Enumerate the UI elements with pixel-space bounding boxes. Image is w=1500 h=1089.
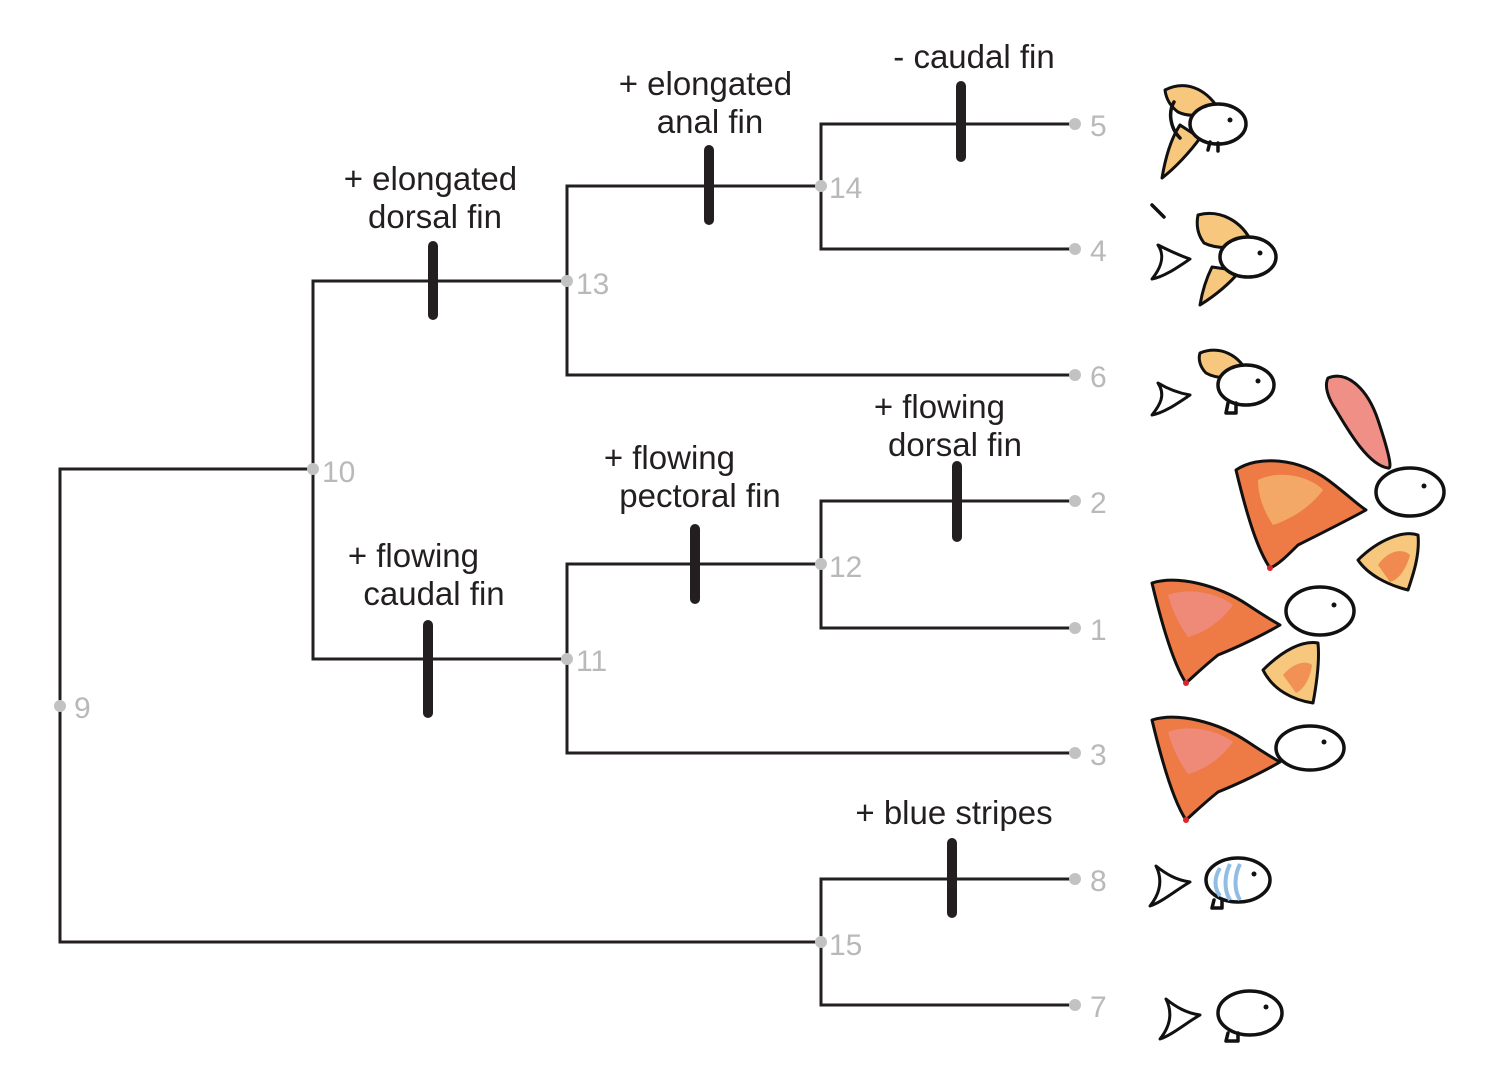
trait-elongated-anal: + elongated anal fin (619, 65, 802, 140)
node-label-1: 1 (1090, 614, 1107, 647)
node-label-10: 10 (322, 456, 355, 489)
trait-flowing-pectoral-line-2: pectoral fin (619, 477, 780, 514)
tree-branches (58, 122, 1077, 1007)
fish-6-icon (1150, 348, 1276, 417)
trait-flowing-pectoral: + flowing pectoral fin (604, 439, 781, 514)
trait-labels: + elongated dorsal fin + elongated anal … (344, 38, 1055, 831)
node-dot-11 (561, 653, 573, 665)
node-dot-2 (1069, 495, 1081, 507)
node-label-3: 3 (1090, 739, 1107, 772)
fish-2-icon (1234, 374, 1446, 592)
node-dot-1 (1069, 622, 1081, 634)
node-label-7: 7 (1090, 991, 1107, 1024)
node-dot-9 (54, 700, 66, 712)
node-dot-10 (307, 463, 319, 475)
node-labels: 9 10 13 14 11 12 15 5 4 6 2 1 3 8 7 (74, 110, 1107, 1024)
trait-flowing-pectoral-line-1: + flowing (604, 439, 735, 476)
trait-ticks (423, 81, 966, 918)
trait-elongated-dorsal: + elongated dorsal fin (344, 160, 527, 235)
node-label-14: 14 (829, 172, 862, 205)
fish-4-icon (1150, 203, 1278, 307)
node-dot-3 (1069, 747, 1081, 759)
fish-7-icon (1158, 989, 1284, 1043)
trait-flowing-dorsal-line-1: + flowing (874, 388, 1005, 425)
fish-3-icon (1150, 715, 1346, 823)
node-dots (54, 118, 1081, 1011)
trait-flowing-dorsal-line-2: dorsal fin (888, 426, 1022, 463)
fish-1-icon (1150, 578, 1356, 705)
node-dot-15 (815, 936, 827, 948)
trait-elongated-dorsal-line-1: + elongated (344, 160, 517, 197)
node-dot-13 (561, 275, 573, 287)
node-label-12: 12 (829, 551, 862, 584)
node-dot-5 (1069, 118, 1081, 130)
node-dot-12 (815, 558, 827, 570)
fish-8-icon (1148, 856, 1272, 910)
trait-blue-stripes: + blue stripes (855, 794, 1052, 831)
node-label-8: 8 (1090, 865, 1107, 898)
node-label-13: 13 (576, 268, 609, 301)
node-label-15: 15 (829, 929, 862, 962)
node-label-4: 4 (1090, 235, 1107, 268)
trait-caudal-minus: - caudal fin (893, 38, 1054, 75)
node-dot-14 (815, 180, 827, 192)
node-label-5: 5 (1090, 110, 1107, 143)
trait-blue-stripes-line-1: + blue stripes (855, 794, 1052, 831)
fish-5-icon (1160, 84, 1248, 180)
node-dot-7 (1069, 999, 1081, 1011)
trait-elongated-anal-line-2: anal fin (657, 103, 763, 140)
node-label-6: 6 (1090, 361, 1107, 394)
fish-illustrations (1148, 84, 1446, 1043)
trait-elongated-anal-line-1: + elongated (619, 65, 792, 102)
node-label-11: 11 (576, 645, 607, 678)
node-label-9: 9 (74, 692, 91, 725)
node-label-2: 2 (1090, 487, 1107, 520)
node-dot-4 (1069, 243, 1081, 255)
trait-flowing-dorsal: + flowing dorsal fin (874, 388, 1022, 463)
trait-caudal-minus-line-1: - caudal fin (893, 38, 1054, 75)
trait-flowing-caudal: + flowing caudal fin (348, 537, 505, 612)
trait-flowing-caudal-line-2: caudal fin (363, 575, 504, 612)
node-dot-8 (1069, 873, 1081, 885)
trait-elongated-dorsal-line-2: dorsal fin (368, 198, 502, 235)
node-dot-6 (1069, 369, 1081, 381)
trait-flowing-caudal-line-1: + flowing (348, 537, 479, 574)
